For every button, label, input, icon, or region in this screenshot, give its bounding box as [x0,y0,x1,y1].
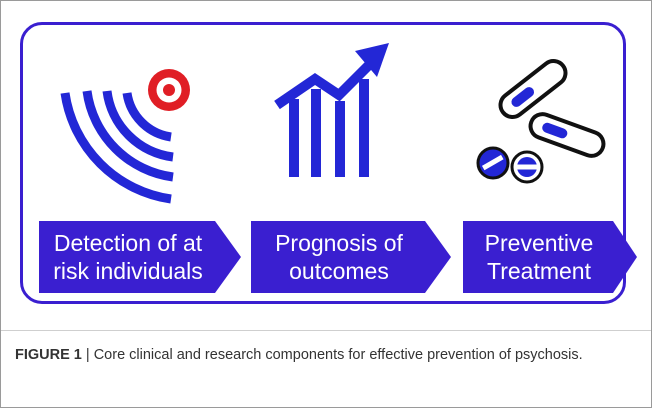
step-label: Preventive Treatment [484,230,594,284]
caption-text: Core clinical and research components fo… [93,347,583,363]
caption-separator: | [81,347,94,363]
arrow-shape [251,221,451,293]
figure-label: FIGURE 1 [15,347,82,363]
step-label: Prognosis of outcomes [275,230,403,284]
arrow-shape [463,221,637,293]
diagram-panel [20,22,626,304]
step-prognosis: Prognosis of outcomes [251,221,451,293]
step-detection: Detection of at risk individuals [39,221,241,293]
pills-icon [476,58,606,184]
step-treatment: Preventive Treatment [463,221,637,293]
caption-divider [1,330,651,331]
figure-caption: FIGURE 1 | Core clinical and research co… [15,345,635,366]
rising-bar-chart-icon [274,43,389,177]
arrow-shape [39,221,241,293]
step-label: Detection of at risk individuals [53,230,203,284]
radar-target-icon [60,69,190,204]
